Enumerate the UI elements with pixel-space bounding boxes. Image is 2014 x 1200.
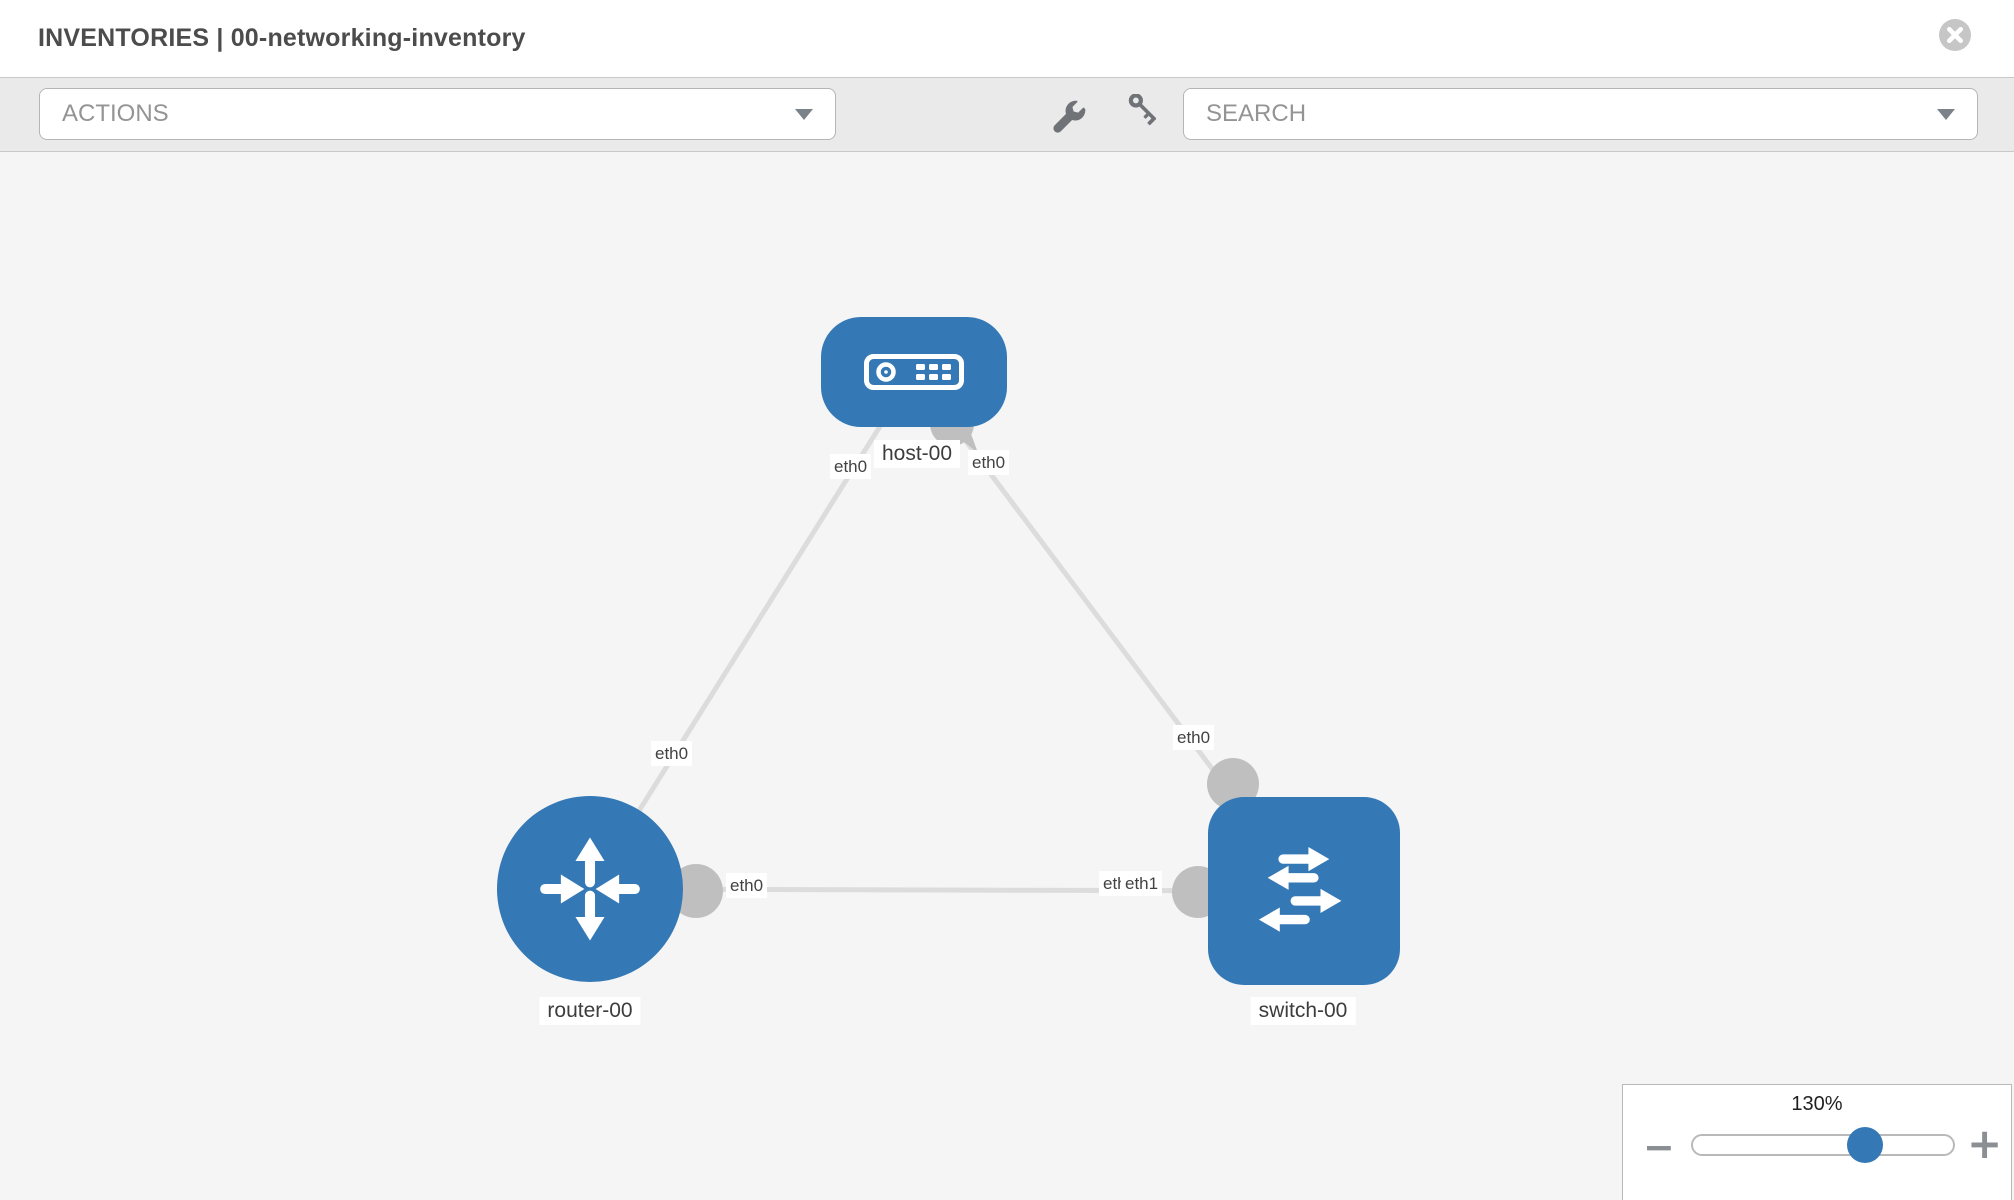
page-title: INVENTORIES | 00-networking-inventory: [38, 24, 526, 52]
zoom-panel: 130% − +: [1622, 1084, 2012, 1200]
chevron-down-icon: [1937, 108, 1955, 120]
actions-dropdown-value: ACTIONS: [62, 100, 169, 127]
zoom-slider-track[interactable]: [1691, 1127, 1955, 1163]
node-label-switch-00: switch-00: [1250, 997, 1356, 1025]
configure-button[interactable]: [1042, 88, 1094, 140]
wrench-icon: [1053, 100, 1086, 133]
zoom-in-button[interactable]: +: [1967, 1119, 2003, 1168]
node-router-00[interactable]: [497, 796, 683, 982]
node-switch-00[interactable]: [1208, 797, 1400, 985]
interface-label: eth0: [651, 741, 693, 767]
zoom-out-button[interactable]: −: [1643, 1125, 1675, 1169]
node-label-host-00: host-00: [873, 440, 961, 468]
node-label-router-00: router-00: [539, 997, 641, 1025]
interface-label: eth0: [968, 450, 1010, 476]
search-dropdown-value: SEARCH: [1206, 100, 1307, 127]
close-button[interactable]: [1939, 19, 1971, 51]
actions-dropdown[interactable]: ACTIONS: [39, 88, 836, 140]
key-icon: [1128, 94, 1157, 126]
interface-label: eth0: [830, 454, 872, 480]
toolbar: ACTIONS SEARCH: [0, 77, 2014, 152]
server-icon: [864, 354, 964, 390]
node-host-00[interactable]: [821, 317, 1007, 427]
header: INVENTORIES | 00-networking-inventory: [0, 0, 2014, 77]
close-icon: [1939, 19, 1971, 51]
zoom-level: 130%: [1791, 1093, 1843, 1115]
interface-label: eth0: [726, 873, 768, 899]
zoom-slider-thumb[interactable]: [1847, 1127, 1883, 1163]
search-dropdown[interactable]: SEARCH: [1183, 88, 1978, 140]
exchange-arrows-icon: [1258, 847, 1342, 932]
chevron-down-icon: [795, 108, 813, 120]
interface-label: eth0: [1173, 725, 1215, 751]
topology-canvas[interactable]: [0, 151, 2014, 1200]
credentials-button[interactable]: [1114, 88, 1166, 140]
route-arrows-icon: [540, 837, 640, 941]
interface-label: eth1: [1121, 871, 1163, 897]
